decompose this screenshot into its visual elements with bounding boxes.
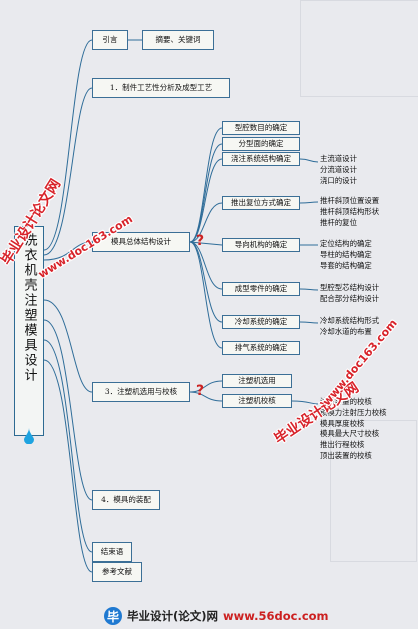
ejection-items: 推杆斜顶位置设置 推杆斜顶结构形状 推杆的复位 <box>320 196 379 228</box>
node-label: 摘要、关键词 <box>155 35 201 45</box>
node-label: 参考文献 <box>102 567 132 577</box>
node-cooling[interactable]: 冷却系统的确定 <box>222 315 300 329</box>
molding-items: 型腔型芯结构设计 配合部分结构设计 <box>320 283 379 305</box>
root-title: 洗衣机壳注塑模具设计 <box>21 233 37 383</box>
cooling-items: 冷却系统结构形式 冷却水道的布置 <box>320 316 379 338</box>
list-item: 导套的结构确定 <box>320 260 372 270</box>
node-guiding[interactable]: 导向机构的确定 <box>222 238 300 252</box>
list-item: 推杆斜顶位置设置 <box>320 196 380 205</box>
node-conclusion[interactable]: 结束语 <box>92 542 132 562</box>
node-machine-check[interactable]: 注塑机校核 <box>222 394 292 408</box>
list-item: 推杆的复位 <box>320 217 357 227</box>
node-references[interactable]: 参考文献 <box>92 562 142 582</box>
list-item: 注射容量的校核 <box>320 397 372 406</box>
list-item: 推杆斜顶结构形状 <box>320 206 380 216</box>
guiding-items: 定位结构的确定 导柱的结构确定 导套的结构确定 <box>320 239 372 271</box>
node-cavity-count[interactable]: 型腔数目的确定 <box>222 121 300 135</box>
node-venting[interactable]: 排气系统的确定 <box>222 341 300 355</box>
node-label: 3．注塑机选用与校核 <box>104 387 178 397</box>
list-item: 主流道设计 <box>320 154 357 163</box>
node-label: 分型面的确定 <box>238 139 284 149</box>
node-gating-system[interactable]: 浇注系统结构确定 <box>222 152 300 166</box>
node-process[interactable]: 1．制件工艺性分析及成型工艺 <box>92 78 230 98</box>
node-molding-parts[interactable]: 成型零件的确定 <box>222 282 300 296</box>
node-assembly[interactable]: 4．模具的装配 <box>92 490 160 510</box>
list-item: 锁模力注射压力校核 <box>320 407 387 417</box>
list-item: 浇口的设计 <box>320 175 357 185</box>
footer-url[interactable]: www.56doc.com <box>223 609 329 623</box>
machine-check-items: 注射容量的校核 锁模力注射压力校核 模具厚度校核 模具最大尺寸校核 推出行程校核… <box>320 397 387 462</box>
node-label: 模具总体结构设计 <box>111 237 171 247</box>
node-machine[interactable]: 3．注塑机选用与校核 <box>92 382 190 402</box>
background-panel <box>300 0 418 97</box>
node-abstract[interactable]: 摘要、关键词 <box>142 30 214 50</box>
list-item: 型腔型芯结构设计 <box>320 283 380 292</box>
water-drop-icon <box>24 428 34 444</box>
node-label: 结束语 <box>100 547 124 557</box>
root-node: 洗衣机壳注塑模具设计 <box>14 226 44 436</box>
question-mark-icon: ? <box>196 233 205 249</box>
footer-text: 毕业设计(论文)网 <box>127 609 219 623</box>
list-item: 导柱的结构确定 <box>320 249 372 259</box>
node-label: 型腔数目的确定 <box>234 123 288 133</box>
node-label: 导向机构的确定 <box>234 240 288 250</box>
list-item: 分流道设计 <box>320 164 357 174</box>
node-mold-design[interactable]: 模具总体结构设计 <box>92 232 190 252</box>
node-intro[interactable]: 引言 <box>92 30 128 50</box>
question-mark-icon: ? <box>196 383 205 399</box>
gating-items: 主流道设计 分流道设计 浇口的设计 <box>320 154 357 186</box>
node-parting-surface[interactable]: 分型面的确定 <box>222 137 300 151</box>
node-label: 浇注系统结构确定 <box>231 154 291 164</box>
list-item: 推出行程校核 <box>320 440 365 450</box>
list-item: 冷却系统结构形式 <box>320 316 380 325</box>
node-label: 1．制件工艺性分析及成型工艺 <box>109 83 213 93</box>
list-item: 模具厚度校核 <box>320 418 365 428</box>
node-label: 成型零件的确定 <box>234 284 288 294</box>
list-item: 顶出装置的校核 <box>320 450 372 460</box>
node-machine-selection[interactable]: 注塑机选用 <box>222 374 292 388</box>
list-item: 模具最大尺寸校核 <box>320 429 380 439</box>
list-item: 定位结构的确定 <box>320 239 372 248</box>
background-panel <box>330 420 417 562</box>
node-label: 引言 <box>102 35 118 45</box>
site-logo-icon: 毕 <box>104 607 122 625</box>
node-label: 推出复位方式确定 <box>231 198 291 208</box>
node-label: 排气系统的确定 <box>234 343 288 353</box>
node-label: 注塑机选用 <box>238 376 276 386</box>
node-label: 4．模具的装配 <box>101 495 151 505</box>
list-item: 配合部分结构设计 <box>320 293 380 303</box>
list-item: 冷却水道的布置 <box>320 326 372 336</box>
node-label: 注塑机校核 <box>238 396 276 406</box>
node-label: 冷却系统的确定 <box>234 317 288 327</box>
node-ejection[interactable]: 推出复位方式确定 <box>222 196 300 210</box>
footer-banner: 毕 毕业设计(论文)网 www.56doc.com <box>104 606 416 626</box>
